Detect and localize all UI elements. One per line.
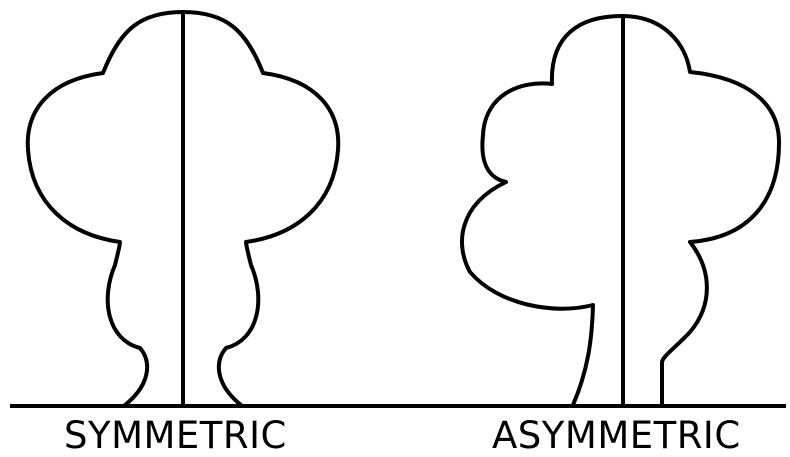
symmetric-label: SYMMETRIC — [64, 414, 287, 457]
asymmetric-tree-outline — [460, 14, 782, 407]
asymmetric-label: ASYMMETRIC — [492, 414, 741, 457]
